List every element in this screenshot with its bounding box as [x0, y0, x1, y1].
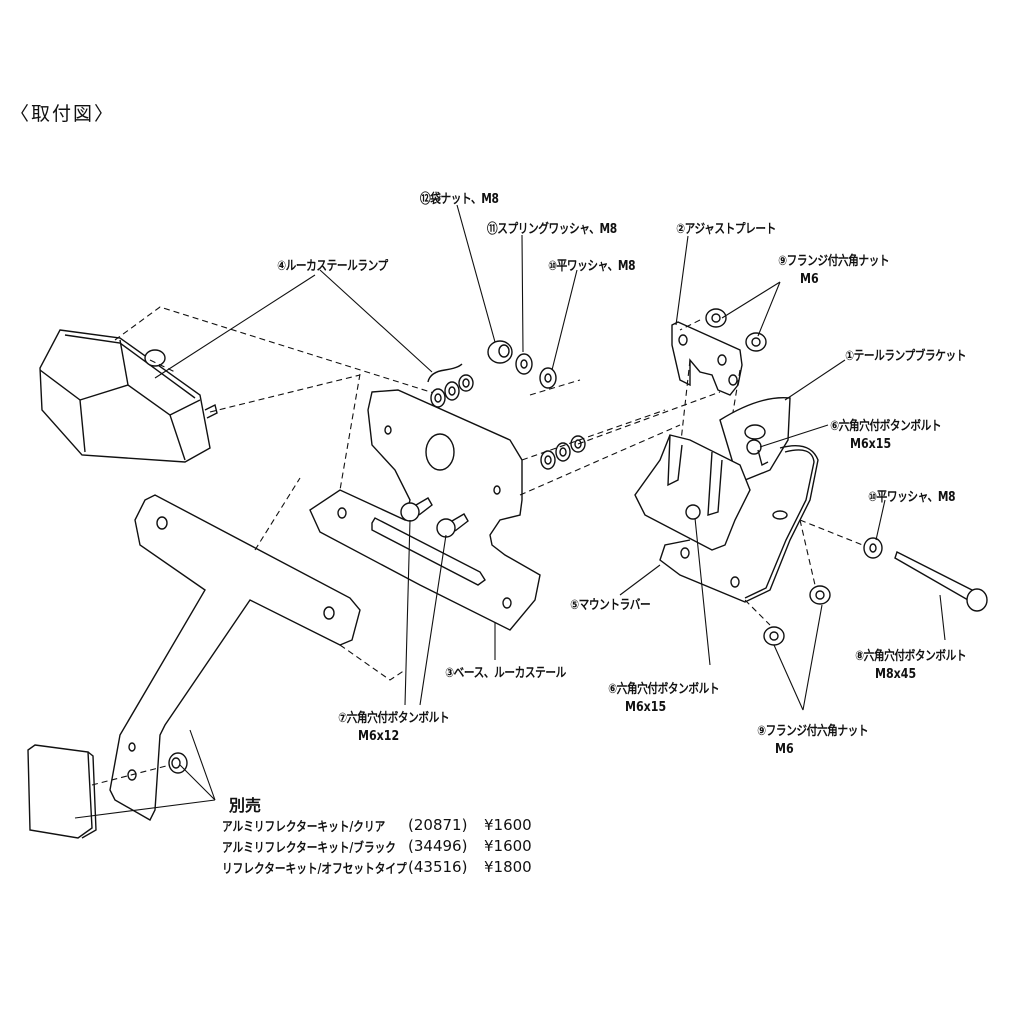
mount-rubber-part — [659, 445, 819, 603]
spring-washer-part — [515, 353, 533, 375]
t-bracket-part — [109, 494, 361, 821]
label-mount-rubber: ⑤マウントラバー — [570, 598, 651, 613]
label-bolt-m6x15-bottom-spec: M6x15 — [625, 700, 667, 715]
label-bolt-m6x12: ⑦六角穴付ボタンボルト — [338, 711, 450, 726]
sold-separately-heading: 別売 — [229, 796, 262, 815]
flat-washer-part — [539, 367, 557, 389]
label-bolt-m6x15-bottom: ⑥六角穴付ボタンボルト — [608, 682, 720, 697]
label-tail-lamp: ④ルーカステールランプ — [277, 259, 388, 274]
label-flange-nut-top: ⑨フランジ付六角ナット — [778, 254, 890, 269]
label-flat-washer-top: ⑩平ワッシャ、M8 — [548, 259, 636, 274]
reflector-part — [27, 744, 188, 839]
item-code: (20871) — [408, 816, 468, 834]
label-base-plate: ③ベース、ルーカステール — [445, 666, 566, 681]
bolt-m8x45-part — [863, 537, 988, 612]
page-title: 〈取付図〉 — [10, 103, 116, 125]
lamp-washer-set-2 — [540, 435, 586, 470]
flange-nut-pair-top — [705, 308, 767, 352]
label-acorn-nut: ⑫袋ナット、M8 — [420, 192, 499, 207]
item-name: アルミリフレクターキット/ブラック — [222, 841, 396, 856]
sold-separately-item: アルミリフレクターキット/ブラック (34496) ¥1600 — [222, 837, 532, 856]
label-spring-washer: ⑪スプリングワッシャ、M8 — [487, 222, 617, 237]
label-bolt-m6x12-spec: M6x12 — [358, 729, 400, 744]
adjust-plate-part — [671, 321, 743, 396]
sold-separately-item: アルミリフレクターキット/クリア (20871) ¥1600 — [222, 816, 532, 835]
item-price: ¥1800 — [484, 858, 532, 876]
tail-lamp-bracket-part — [634, 396, 791, 551]
lamp-washer-set — [427, 363, 474, 408]
sold-separately-item: リフレクターキット/オフセットタイプ (43516) ¥1800 — [222, 858, 532, 877]
label-flange-nut-top-spec: M6 — [800, 272, 819, 287]
acorn-nut-part — [487, 340, 513, 364]
flange-nut-pair-bottom — [763, 585, 831, 646]
label-bolt-m8x45-spec: M8x45 — [875, 667, 917, 682]
label-flat-washer-right: ⑩平ワッシャ、M8 — [868, 490, 956, 505]
label-bolt-m6x15-top: ⑥六角穴付ボタンボルト — [830, 419, 942, 434]
item-price: ¥1600 — [484, 816, 532, 834]
item-name: アルミリフレクターキット/クリア — [222, 820, 386, 835]
item-code: (43516) — [408, 858, 468, 876]
label-bolt-m8x45: ⑧六角穴付ボタンボルト — [855, 649, 967, 664]
label-tail-lamp-bracket: ①テールランプブラケット — [845, 349, 967, 364]
label-flange-nut-bottom-spec: M6 — [775, 742, 794, 757]
label-bolt-m6x15-top-spec: M6x15 — [850, 437, 892, 452]
label-adjust-plate: ②アジャストプレート — [676, 222, 776, 237]
label-flange-nut-bottom: ⑨フランジ付六角ナット — [757, 724, 869, 739]
item-code: (34496) — [408, 837, 468, 855]
tail-lamp-part — [39, 329, 218, 463]
item-name: リフレクターキット/オフセットタイプ — [222, 862, 407, 877]
item-price: ¥1600 — [484, 837, 532, 855]
